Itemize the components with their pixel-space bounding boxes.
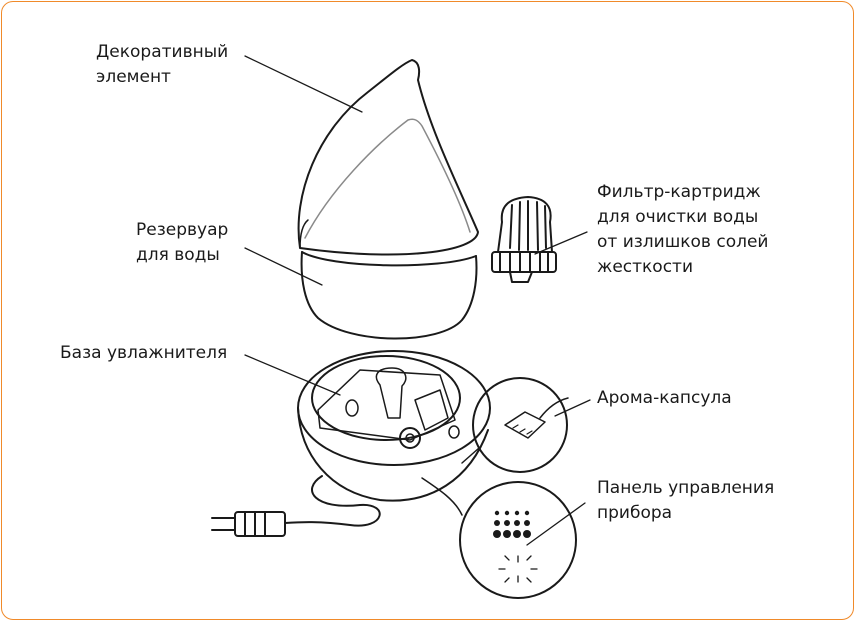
label-humidifier-base: База увлажнителя (60, 343, 228, 363)
label-aroma-capsule: Арома-капсула (597, 388, 732, 408)
power-cord (211, 475, 381, 537)
control-panel-indicators (493, 510, 531, 538)
label-filter-cartridge: Фильтр-картридж для очистки воды от изли… (597, 182, 769, 277)
filter-cartridge (491, 196, 557, 283)
water-reservoir (300, 251, 478, 340)
aroma-capsule-callout (461, 377, 569, 473)
control-panel-callout (421, 477, 577, 599)
label-control-panel: Панель управления прибора (597, 478, 775, 523)
label-decorative-element: Декоративный элемент (96, 42, 229, 87)
label-water-reservoir: Резервуар для воды (136, 220, 229, 265)
decorative-element (297, 59, 479, 256)
leader-lines (244, 55, 591, 546)
humidifier-base (297, 350, 491, 502)
